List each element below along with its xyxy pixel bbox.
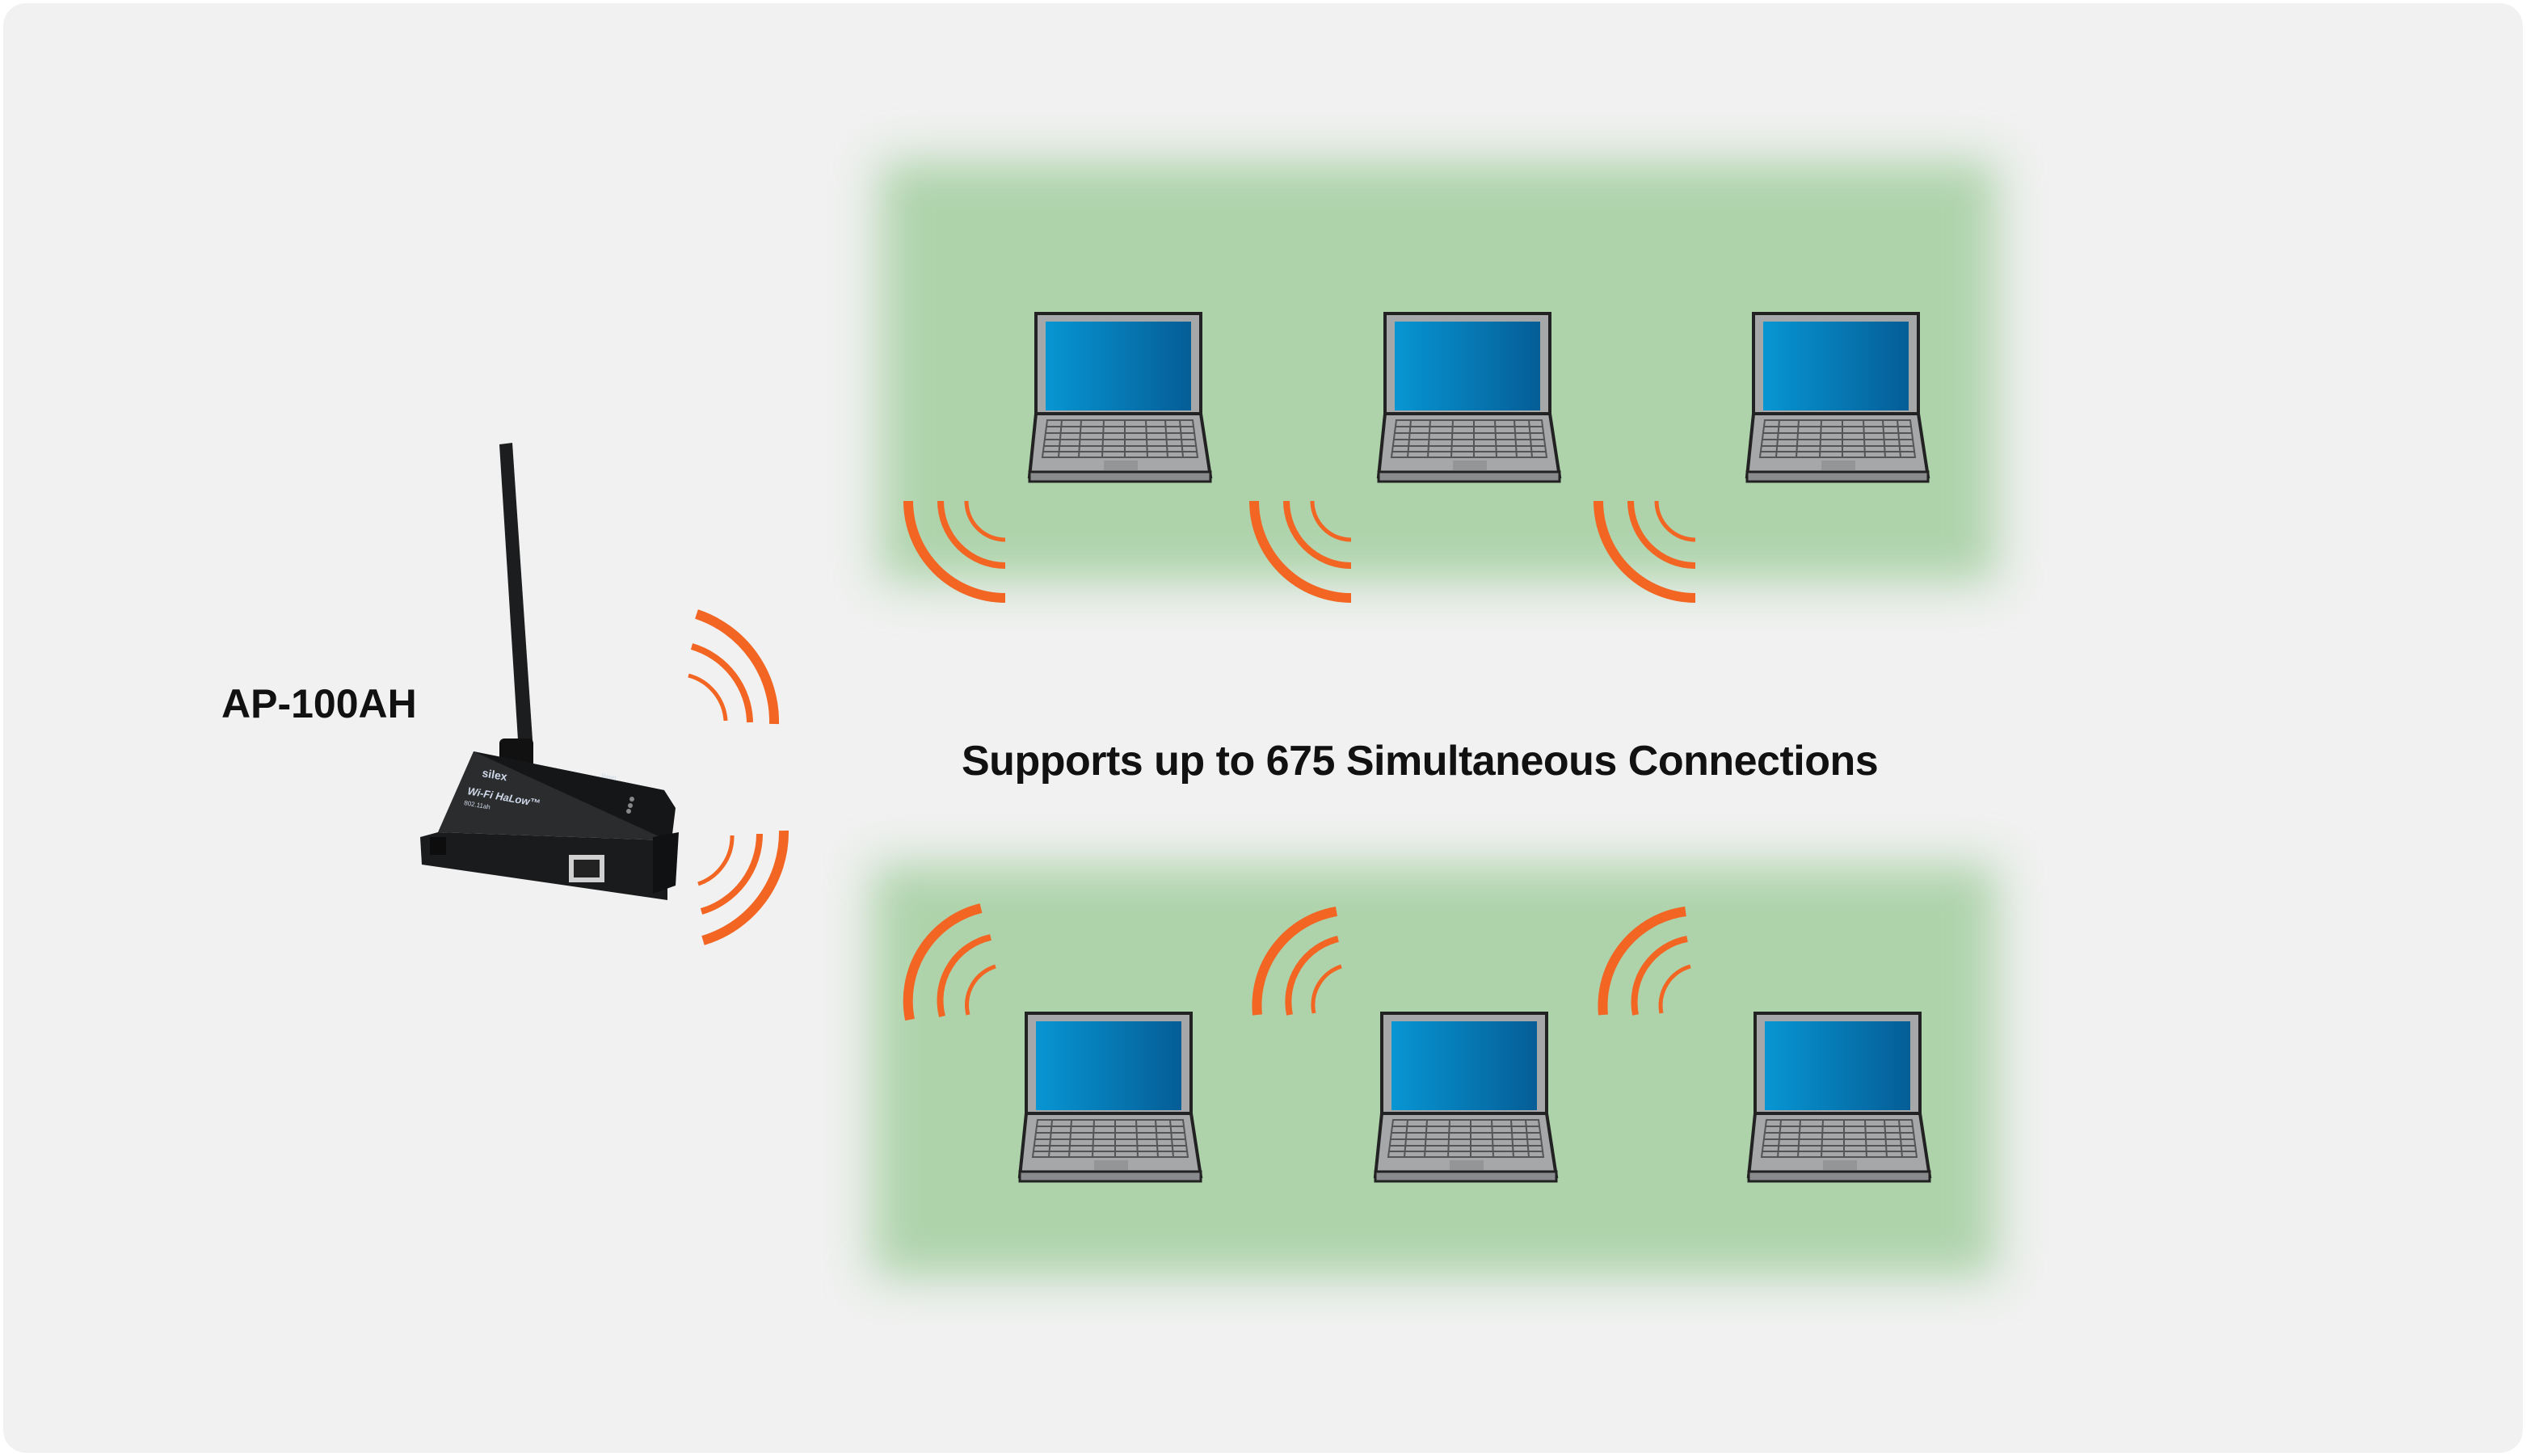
wireless-signal-icon (903, 903, 996, 1021)
wireless-signal-icon (1249, 500, 1352, 603)
wireless-signal-icon (903, 500, 1006, 603)
device-model-label: AP-100AH (221, 681, 417, 726)
wireless-signal-icon (1593, 500, 1696, 603)
wireless-signal-icon (1598, 907, 1691, 1016)
connections-caption: Supports up to 675 Simultaneous Connecti… (962, 738, 1879, 785)
wireless-signal-icon (1252, 907, 1342, 1016)
access-point-signal-icon (688, 609, 780, 725)
access-point-device-image: silex Wi-Fi HaLow™ 802.11ah Reset (420, 443, 679, 900)
svg-text:Reset: Reset (601, 773, 617, 781)
svg-text:silex: silex (481, 766, 508, 783)
access-point-signal-icon (697, 830, 789, 945)
